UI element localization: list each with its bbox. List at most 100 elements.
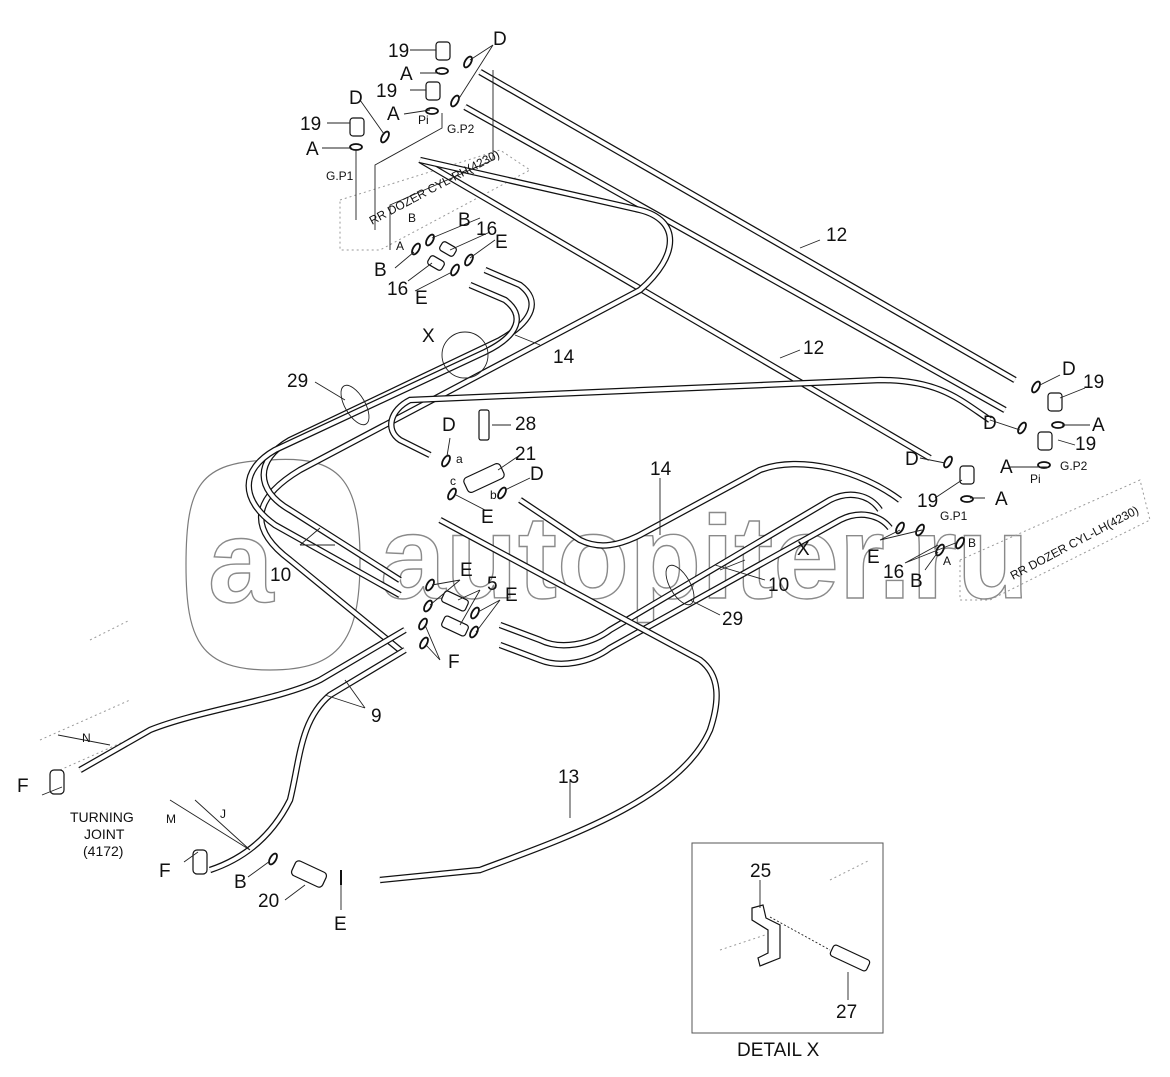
port-label-gp2: G.P2: [447, 122, 475, 136]
o-ring: [943, 455, 953, 469]
callout-A: A: [1092, 415, 1105, 436]
elbow-fitting-19: [425, 81, 441, 101]
port-label-B: B: [408, 211, 416, 225]
callout-28: 28: [515, 414, 536, 435]
detail-x-markers: [441, 331, 489, 379]
callout-29: 29: [287, 371, 308, 392]
o-ring: [1017, 421, 1027, 435]
o-ring: [425, 578, 435, 592]
callout-E: E: [415, 288, 428, 309]
tee-fitting-21: [463, 463, 505, 493]
o-ring: [419, 636, 429, 650]
detail-x-circle-left: [441, 331, 489, 379]
port-label-gp1-right: G.P1: [940, 509, 968, 523]
rh-cylinder-label: RR DOZER CYL-RH(4230): [367, 147, 502, 228]
o-ring: [915, 523, 925, 537]
watermark-text: autopiter.ru: [380, 492, 1029, 624]
callout-D: D: [493, 29, 507, 50]
elbow-fitting-f: [49, 769, 65, 795]
callout-B: B: [910, 571, 923, 592]
callout-B: B: [458, 210, 471, 231]
connector-16: [427, 255, 445, 271]
callout-E: E: [505, 585, 518, 606]
callout-19: 19: [917, 491, 938, 512]
callout-20: 20: [258, 891, 279, 912]
callout-19: 19: [300, 114, 321, 135]
o-ring: [447, 487, 457, 501]
callout-5: 5: [487, 574, 498, 595]
o-ring: [425, 233, 435, 247]
callout-A: A: [306, 139, 319, 160]
elbow-fitting-19: [1047, 392, 1063, 412]
callout-F: F: [448, 652, 460, 673]
callout-E: E: [334, 914, 347, 935]
o-ring: [464, 253, 474, 267]
turning-joint-label-2: JOINT: [84, 826, 125, 842]
o-ring: [1031, 380, 1041, 394]
o-ring: [441, 454, 451, 468]
detail-x-frame: [691, 842, 884, 1034]
callout-12: 12: [826, 225, 847, 246]
bolt-28: [478, 409, 490, 441]
callout-14: 14: [553, 347, 575, 368]
callout-A: A: [387, 104, 400, 125]
port-label-A-right: A: [943, 554, 951, 568]
callout-X: X: [797, 539, 810, 560]
elbow-fitting-19: [1037, 431, 1053, 451]
clamp-29-right: [665, 564, 695, 606]
callout-F: F: [17, 776, 29, 797]
o-ring: [470, 606, 480, 620]
assembly-axis: [769, 916, 831, 951]
detail-x-title: DETAIL X: [737, 1040, 820, 1061]
tee-port-b: b: [490, 488, 497, 502]
elbow-fitting-19: [435, 41, 451, 61]
callout-16: 16: [387, 279, 408, 300]
o-ring: [463, 55, 473, 69]
connector-16: [439, 241, 457, 257]
callout-10: 10: [768, 575, 789, 596]
callout-D: D: [983, 413, 997, 434]
elbow-fitting-f: [192, 849, 208, 875]
fittings: [49, 41, 1065, 888]
elbow-fitting-20: [290, 860, 328, 888]
callout-16: 16: [476, 219, 497, 240]
callout-B: B: [234, 872, 247, 893]
callout-9: 9: [371, 706, 382, 727]
o-ring: [469, 625, 479, 639]
port-label-pi-right: Pi: [1030, 472, 1041, 486]
callout-29: 29: [722, 609, 743, 630]
callout-19: 19: [388, 41, 409, 62]
callout-A: A: [400, 64, 413, 85]
ghost-outlines: [39, 149, 1151, 951]
bolt-27: [829, 944, 871, 972]
watermark: a autopiter.ru: [185, 458, 1030, 671]
callout-19: 19: [1075, 434, 1096, 455]
o-ring: [268, 852, 278, 866]
o-ring: [450, 94, 460, 108]
callout-B: B: [374, 260, 387, 281]
port-label-pi: Pi: [418, 113, 429, 127]
callout-D: D: [442, 415, 456, 436]
callout-19: 19: [376, 81, 397, 102]
leader-lines: [41, 44, 1090, 910]
o-ring: [349, 143, 363, 151]
callout-27: 27: [836, 1002, 857, 1023]
elbow-fitting-19: [349, 117, 365, 137]
o-ring: [955, 536, 965, 550]
detail-ghost: [719, 859, 871, 951]
callout-A: A: [1000, 457, 1013, 478]
callout-labels: 19 A D 19 A D 19 A B 16 E B 16 E 12 12 X…: [17, 29, 1105, 1023]
o-ring: [411, 242, 421, 256]
hoses: [78, 69, 1017, 884]
callout-14: 14: [650, 459, 672, 480]
callout-E: E: [495, 232, 508, 253]
port-label-B-right: B: [968, 536, 976, 550]
port-label-J: J: [220, 807, 226, 821]
o-ring: [450, 263, 460, 277]
callout-19: 19: [1083, 372, 1104, 393]
clamps: [340, 384, 695, 606]
o-ring: [497, 486, 507, 500]
o-ring: [960, 495, 974, 503]
watermark-logo-frame: [185, 458, 361, 671]
